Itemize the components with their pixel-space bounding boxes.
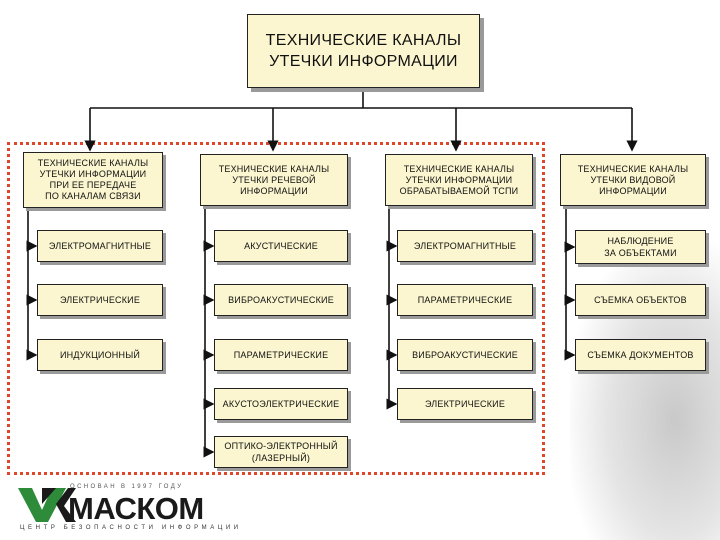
column-1-header: ТЕХНИЧЕСКИЕ КАНАЛЫ УТЕЧКИ ИНФОРМАЦИИ ПРИ…	[23, 152, 163, 208]
column-4-header: ТЕХНИЧЕСКИЕ КАНАЛЫ УТЕЧКИ ВИДОВОЙ ИНФОРМ…	[560, 154, 706, 206]
column-3-item-1: ЭЛЕКТРОМАГНИТНЫЕ	[397, 230, 533, 262]
column-3-item-4: ЭЛЕКТРИЧЕСКИЕ	[397, 388, 533, 420]
column-3-header: ТЕХНИЧЕСКИЕ КАНАЛЫ УТЕЧКИ ИНФОРМАЦИИ ОБР…	[385, 154, 533, 206]
logo-subtitle: ЦЕНТР БЕЗОПАСНОСТИ ИНФОРМАЦИИ	[20, 525, 242, 531]
column-2-item-5: ОПТИКО-ЭЛЕКТРОННЫЙ (ЛАЗЕРНЫЙ)	[214, 436, 348, 468]
logo-wordmark: МАСКОМ	[68, 491, 204, 526]
column-4-item-2: СЪЕМКА ОБЪЕКТОВ	[575, 284, 706, 316]
column-2-item-3: ПАРАМЕТРИЧЕСКИЕ	[214, 339, 348, 371]
column-1-item-3: ИНДУКЦИОННЫЙ	[37, 339, 163, 371]
column-4-item-1: НАБЛЮДЕНИЕ ЗА ОБЪЕКТАМИ	[575, 230, 706, 264]
column-1-item-1: ЭЛЕКТРОМАГНИТНЫЕ	[37, 230, 163, 262]
column-3-item-3: ВИБРОАКУСТИЧЕСКИЕ	[397, 339, 533, 371]
logo-tagline: ОСНОВАН В 1997 ГОДУ	[70, 484, 184, 490]
column-3-item-2: ПАРАМЕТРИЧЕСКИЕ	[397, 284, 533, 316]
column-1-item-2: ЭЛЕКТРИЧЕСКИЕ	[37, 284, 163, 316]
column-4-item-3: СЪЕМКА ДОКУМЕНТОВ	[575, 339, 706, 371]
column-2-header: ТЕХНИЧЕСКИЕ КАНАЛЫ УТЕЧКИ РЕЧЕВОЙ ИНФОРМ…	[200, 154, 348, 206]
column-2-item-2: ВИБРОАКУСТИЧЕСКИЕ	[214, 284, 348, 316]
column-2-item-1: АКУСТИЧЕСКИЕ	[214, 230, 348, 262]
column-2-item-4: АКУСТОЭЛЕКТРИЧЕСКИЕ	[214, 388, 348, 420]
maskom-logo-mark	[18, 488, 76, 522]
root-node: ТЕХНИЧЕСКИЕ КАНАЛЫ УТЕЧКИ ИНФОРМАЦИИ	[247, 14, 480, 88]
